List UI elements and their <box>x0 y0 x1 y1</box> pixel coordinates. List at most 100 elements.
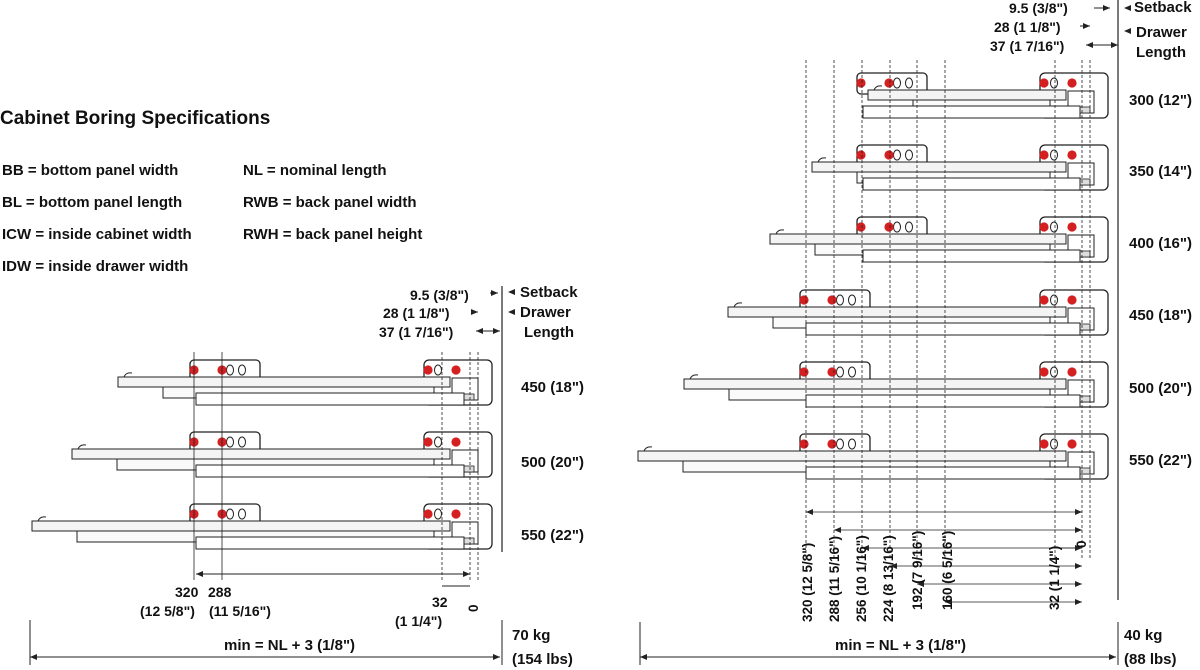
right-slide-4-front-slot-1 <box>848 366 856 378</box>
legend-icw: ICW = inside cabinet width <box>2 226 192 243</box>
right-slide-2-front-slot-0 <box>893 221 901 233</box>
right-size-500: 500 (20") <box>1129 380 1192 397</box>
right-slide-5-front-slot-1 <box>848 438 856 450</box>
right-setback-label: Setback <box>1134 0 1192 16</box>
right-vdim-224: 224 (8 13/16") <box>881 535 896 622</box>
right-slide-2-hole-2 <box>1039 222 1049 232</box>
right-dim-arrow-l-3 <box>890 563 897 569</box>
legend-nl: NL = nominal length <box>243 162 387 179</box>
right-slide-0-bottom-rail <box>862 105 1081 119</box>
right-slide-4-hole-0 <box>799 367 809 377</box>
right-vdim-256: 256 (10 1/16") <box>854 535 869 622</box>
right-slide-4-front-slot-0 <box>836 366 844 378</box>
right-dl-dim2: 37 (1 7/16") <box>990 38 1065 54</box>
left-setback-dim: 9.5 (3/8") <box>410 287 469 303</box>
right-dim-arrow-l-0 <box>806 509 813 515</box>
left-drawer-pointer <box>508 309 515 315</box>
right-slide-5-rail-tip <box>643 446 653 452</box>
left-dl-dim1: 28 (1 1/8") <box>383 305 450 321</box>
right-setback-arrow <box>1103 5 1110 11</box>
legend-rwh: RWH = back panel height <box>243 226 423 243</box>
right-slide-5-hole-2 <box>1039 439 1049 449</box>
left-dim-32: 32 <box>432 594 448 610</box>
right-setback-pointer <box>1124 5 1131 11</box>
right-slide-5-rear-slot <box>1050 438 1058 450</box>
left-slide-0-bottom-rail <box>195 392 465 406</box>
left-slide-0-top-rail <box>117 376 451 388</box>
right-slide-4-top-rail <box>683 378 1067 390</box>
right-dim-arrow-r-0 <box>1075 509 1082 515</box>
right-slide-3-hole-0 <box>799 295 809 305</box>
left-slide-0-front-slot-1 <box>238 364 246 376</box>
left-slide-1-top-rail <box>71 448 451 460</box>
right-slide-3-hole-3 <box>1067 295 1077 305</box>
legend-bb: BB = bottom panel width <box>2 162 179 179</box>
right-slide-2-hole-3 <box>1067 222 1077 232</box>
left-slide-1-front-slot-0 <box>226 436 234 448</box>
left-load-lbs: (154 lbs) <box>512 651 573 668</box>
left-slide-0-hole-2 <box>423 365 433 375</box>
right-slide-3-front-slot-0 <box>836 294 844 306</box>
left-min-formula: min = NL + 3 (1/8") <box>224 637 356 654</box>
right-dim-arrow-r-3 <box>1075 563 1082 569</box>
right-slide-2-hole-0 <box>856 222 866 232</box>
right-slide-0-hole-2 <box>1039 78 1049 88</box>
right-load-kg: 40 kg <box>1124 627 1163 644</box>
right-dim-arrow-l-5 <box>945 599 952 605</box>
right-slide-0-hole-3 <box>1067 78 1077 88</box>
left-dim-320: 320 <box>175 584 199 600</box>
right-slide-4-hole-2 <box>1039 367 1049 377</box>
left-size-450: 450 (18") <box>521 379 584 396</box>
left-length-label: Length <box>524 324 574 341</box>
right-slide-0-front-slot-1 <box>905 77 913 89</box>
left-slide-2-hole-3 <box>451 509 461 519</box>
right-load-lbs: (88 lbs) <box>1124 651 1177 668</box>
right-slide-3-hole-2 <box>1039 295 1049 305</box>
right-slide-1-top-rail <box>811 161 1067 173</box>
legend-idw: IDW = inside drawer width <box>2 258 189 275</box>
left-setback-arrow <box>491 290 498 296</box>
left-dim-320-in: (12 5/8") <box>140 603 195 619</box>
right-vdim-320: 320 (12 5/8") <box>800 542 815 622</box>
right-min-arrow-l <box>640 654 647 660</box>
right-slide-1-front-slot-1 <box>905 149 913 161</box>
left-drawer-label: Drawer <box>520 304 571 321</box>
right-dim-arrow-l-4 <box>917 581 924 587</box>
right-length-label: Length <box>1136 44 1186 61</box>
left-slide-2-front-slot-1 <box>238 508 246 520</box>
right-slide-1-hole-0 <box>856 150 866 160</box>
right-slide-3-rail-tip <box>733 302 743 308</box>
left-dl2-arrow-l <box>476 328 483 334</box>
left-min-arrow-l <box>30 654 37 660</box>
left-slide-1-hole-2 <box>423 437 433 447</box>
right-slide-1-bottom-rail <box>862 177 1081 191</box>
left-dim-arrow-b <box>463 571 470 577</box>
right-vdim-192: 192 (7 9/16") <box>910 530 925 610</box>
right-slide-1-hole-2 <box>1039 150 1049 160</box>
right-dim-arrow-r-1 <box>1075 527 1082 533</box>
right-dl-dim1: 28 (1 1/8") <box>994 19 1061 35</box>
left-slide-0-hole-3 <box>451 365 461 375</box>
right-slide-2-top-rail <box>769 233 1067 245</box>
left-slide-0-rail-tip <box>123 372 133 378</box>
right-slide-0-hole-1 <box>884 78 894 88</box>
right-dim-arrow-r-5 <box>1075 599 1082 605</box>
left-slide-2-top-rail <box>31 520 451 532</box>
right-dim-arrow-r-4 <box>1075 581 1082 587</box>
right-slide-3-bottom-rail <box>805 322 1081 336</box>
right-slide-5-hole-3 <box>1067 439 1077 449</box>
legend-rwb: RWB = back panel width <box>243 194 417 211</box>
left-min-arrow-r <box>493 654 500 660</box>
right-slide-5-top-rail <box>637 450 1067 462</box>
left-slide-1-rear-slot <box>434 436 442 448</box>
right-slide-0-rear-slot <box>1050 77 1058 89</box>
left-slide-2-hole-2 <box>423 509 433 519</box>
right-slide-3-rear-slot <box>1050 294 1058 306</box>
right-dl2-arrow-l <box>1086 42 1093 48</box>
left-slide-1-hole-3 <box>451 437 461 447</box>
right-slide-4-rear-slot <box>1050 366 1058 378</box>
right-slide-1-hole-3 <box>1067 150 1077 160</box>
left-slide-2-rear-slot <box>434 508 442 520</box>
right-slide-0-rail-tip <box>873 85 883 91</box>
right-slide-3-hole-1 <box>827 295 837 305</box>
